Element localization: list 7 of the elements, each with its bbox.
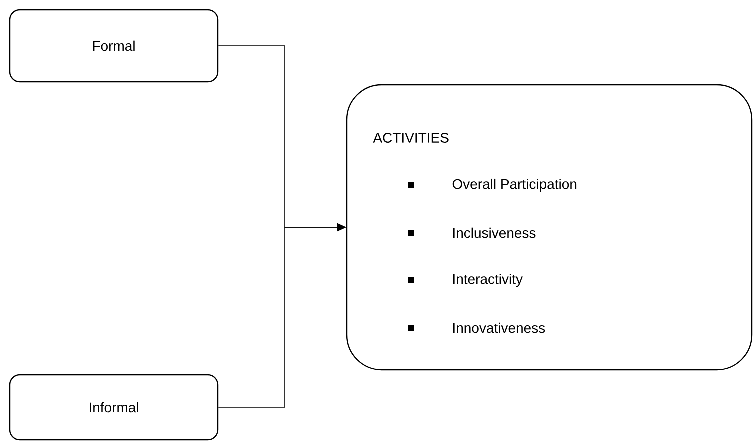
bullet-item: Inclusiveness [408, 228, 536, 238]
category-box: Informal [9, 374, 219, 441]
bullet-item: Overall Participation [408, 178, 577, 192]
category-box: Formal [9, 9, 219, 83]
bullet-item: Innovativeness [408, 322, 546, 334]
box-heading: ACTIVITIES [373, 133, 449, 143]
bullet-item: Interactivity [408, 274, 523, 288]
